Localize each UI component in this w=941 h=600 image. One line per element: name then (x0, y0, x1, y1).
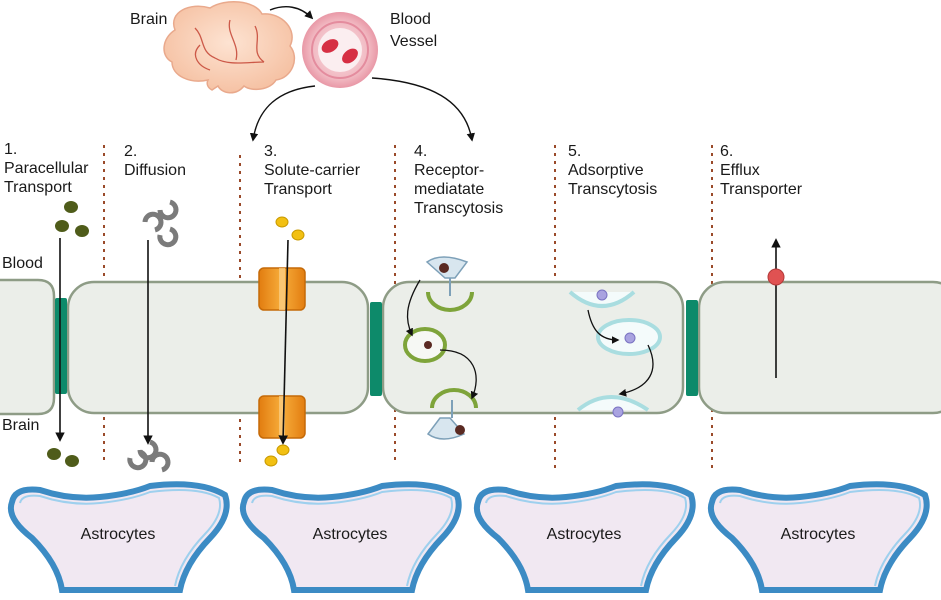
adsorptive-arrow-1 (587, 309, 620, 344)
astrocytes-row (8, 481, 930, 593)
brain-icon (163, 1, 296, 94)
brain-label: Brain (130, 11, 168, 28)
adsorptive-arrow-2 (618, 344, 654, 397)
solute-particles-blood (275, 216, 305, 241)
astrocyte-2-label: Astrocytes (312, 526, 388, 543)
tight-junctions (55, 298, 698, 396)
astrocyte-4-label: Astrocytes (780, 526, 856, 543)
endothelial-cell-2 (66, 280, 370, 415)
astrocyte-3 (474, 481, 696, 593)
mechanism-4-number: 4. (414, 143, 428, 160)
mechanism-6-line2: Transporter (720, 181, 803, 198)
adsorptive-vesicles (568, 290, 662, 412)
blood-vessel-icon (302, 12, 378, 88)
vessel-label-line2: Vessel (390, 33, 438, 50)
mechanism-2-label: 2. Diffusion (124, 142, 186, 180)
astrocyte-1 (8, 481, 230, 593)
endothelial-cells (0, 278, 941, 416)
astrocyte-3-label: Astrocytes (546, 526, 622, 543)
endothelial-cell-4 (697, 280, 941, 415)
mechanism-3-number: 3. (264, 143, 278, 160)
tight-junction-3 (686, 300, 698, 396)
vessel-to-receptor-arrow (371, 77, 475, 142)
brain-to-vessel-arrow (269, 6, 314, 20)
mechanism-2-number: 2. (124, 143, 138, 160)
adsorptive-particles (596, 289, 636, 418)
mechanism-3-line2: Transport (264, 181, 332, 198)
mechanism-4-label: 4. Receptor- mediatate Transcytosis (414, 142, 503, 218)
paracellular-particles-blood (55, 201, 89, 237)
solute-carrier-top (258, 267, 306, 311)
mechanism-5-number: 5. (568, 143, 582, 160)
receptor-arrow-1 (405, 279, 421, 337)
mechanism-1-line2: Transport (4, 179, 72, 196)
mechanism-1-line1: Paracellular (4, 160, 89, 177)
solute-particles-brain (264, 444, 290, 467)
receptor-ligand-middle (424, 341, 432, 349)
astrocyte-4 (708, 481, 930, 593)
side-brain-label: Brain (2, 417, 40, 434)
solute-carrier-arrow (278, 239, 289, 445)
solute-carrier-bottom (258, 395, 306, 439)
mechanism-6-label: 6. Efflux Transporter (720, 142, 802, 199)
vessel-label-line1: Blood (390, 11, 431, 28)
mechanism-2-line1: Diffusion (124, 162, 186, 179)
diffusion-molecule-blood (142, 199, 179, 248)
astrocytes-inner-border (19, 489, 921, 587)
receptor-ligand-bottom (426, 400, 466, 440)
side-blood-label: Blood (2, 255, 43, 272)
endothelial-cell-3 (381, 280, 685, 415)
mechanism-5-line2: Transcytosis (568, 181, 658, 198)
diffusion-molecule-brain (127, 439, 171, 473)
mechanism-4-line2: mediatate (414, 181, 485, 198)
mechanism-1-label: 1. Paracellular Transport (4, 140, 88, 197)
mechanism-5-line1: Adsorptive (568, 162, 644, 179)
vessel-to-solute-arrow (249, 85, 316, 142)
mechanism-6-number: 6. (720, 143, 734, 160)
astrocyte-2 (240, 481, 462, 593)
paracellular-particles-brain (47, 448, 79, 467)
mechanism-1-number: 1. (4, 141, 18, 158)
tight-junction-1 (55, 298, 67, 394)
mechanism-3-line1: Solute-carrier (264, 162, 361, 179)
mechanism-4-line1: Receptor- (414, 162, 485, 179)
astrocyte-1-label: Astrocytes (80, 526, 156, 543)
endothelial-cell-1 (0, 278, 56, 416)
mechanism-4-line3: Transcytosis (414, 200, 504, 217)
receptor-ligand-top (425, 256, 469, 296)
tight-junction-2 (370, 302, 382, 396)
mechanism-3-label: 3. Solute-carrier Transport (264, 142, 360, 199)
mechanism-5-label: 5. Adsorptive Transcytosis (568, 142, 657, 199)
mechanism-6-line1: Efflux (720, 162, 760, 179)
receptor-arrow-2 (439, 349, 479, 400)
efflux-transporter (767, 268, 785, 286)
